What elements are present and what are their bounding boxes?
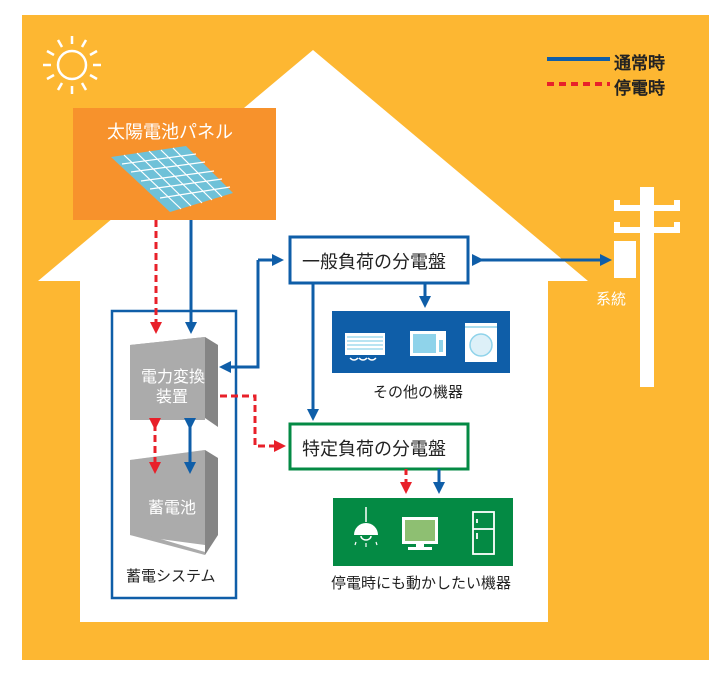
- other-devices-label: その他の機器: [373, 383, 464, 401]
- specific-board-label: 特定負荷の分電盤: [302, 439, 446, 460]
- storage-system-label: 蓄電システム: [126, 567, 216, 585]
- sun-icon: [43, 36, 101, 94]
- solar-panel-icon: [111, 146, 233, 212]
- battery-label: 蓄電池: [148, 498, 197, 517]
- grid-label: 系統: [596, 290, 627, 308]
- refrigerator-icon: [472, 511, 495, 555]
- legend-outage-label: 停電時: [614, 79, 665, 99]
- outage-connections: [149, 220, 412, 494]
- converter-to-specific-dashed: [220, 394, 286, 452]
- utility-pole-icon: [614, 187, 680, 387]
- air-conditioner-icon: [345, 333, 385, 361]
- washing-machine-icon: [465, 323, 497, 362]
- power-converter-block: [130, 337, 218, 427]
- general-board-box: [288, 235, 470, 285]
- converter-general-line: [219, 260, 260, 373]
- legend-normal-label: 通常時: [614, 54, 665, 74]
- general-board-label: 一般負荷の分電盤: [302, 252, 446, 273]
- storage-system-box: [110, 309, 238, 600]
- power-converter-label-1: 電力変換: [141, 367, 206, 386]
- specific-board-box: [288, 422, 470, 471]
- outage-devices-label: 停電時にも動かしたい機器: [331, 574, 512, 592]
- power-converter-label-2: 装置: [156, 387, 189, 406]
- solar-panel-label: 太陽電池パネル: [107, 122, 233, 143]
- pendant-lamp-icon: [354, 507, 378, 547]
- normal-connections: [184, 220, 612, 494]
- tv-icon: [402, 517, 438, 550]
- microwave-icon: [410, 331, 446, 356]
